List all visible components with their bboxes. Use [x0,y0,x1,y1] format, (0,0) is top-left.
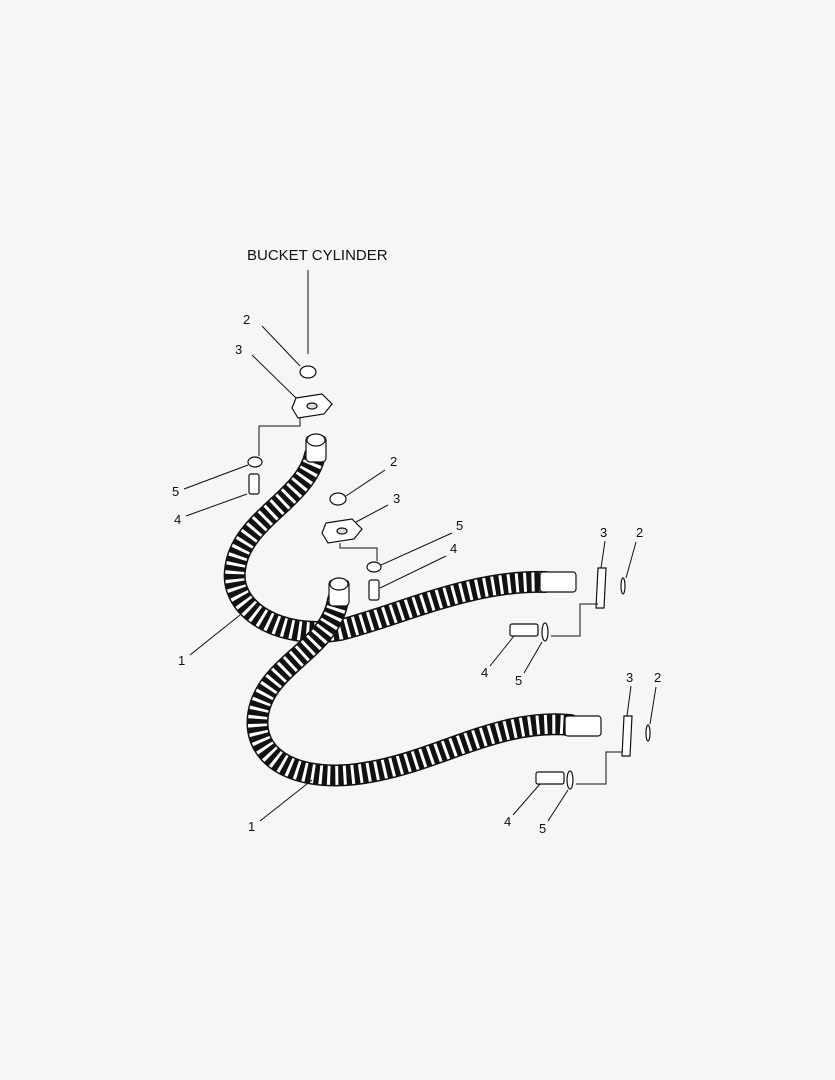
o-ring-icon [329,492,347,506]
callout-c-3: 3 [600,525,607,540]
callout-a-3: 3 [235,342,242,357]
hose-upper-fitting-end [539,571,577,593]
group-c: 3 2 4 5 [481,525,643,688]
callout-b-4: 4 [450,541,457,556]
o-ring-icon [620,577,626,595]
callout-c-4: 4 [481,665,488,680]
callout-d-4: 4 [504,814,511,829]
diagram-title: BUCKET CYLINDER [247,247,388,264]
washer-icon [247,456,263,468]
callout-a-5: 5 [172,484,179,499]
washer-icon [566,770,574,790]
bolt-icon [248,473,260,495]
o-ring-icon [645,724,651,742]
flange-icon [595,567,607,609]
bolt-icon [509,623,539,637]
hose-lower-fitting-end [564,715,602,737]
callout-a-4: 4 [174,512,181,527]
callout-d-3: 3 [626,670,633,685]
washer-icon [366,561,382,573]
callout-b-5: 5 [456,518,463,533]
o-ring-icon [299,365,317,379]
group-a: 2 3 5 4 1 [172,312,333,668]
callout-b-1: 1 [248,819,255,834]
flange-icon [621,715,633,757]
callout-b-3: 3 [393,491,400,506]
callout-d-2: 2 [654,670,661,685]
callout-a-2: 2 [243,312,250,327]
callout-c-5: 5 [515,673,522,688]
hose-upper [223,433,577,643]
group-b: 2 3 5 4 1 [248,454,463,834]
bolt-icon [535,771,565,785]
hose-lower [246,577,602,787]
callout-a-1: 1 [178,653,185,668]
callout-b-2: 2 [390,454,397,469]
callout-c-2: 2 [636,525,643,540]
washer-icon [541,622,549,642]
group-d: 3 2 4 5 [504,670,661,836]
bolt-icon [368,579,380,601]
callout-d-5: 5 [539,821,546,836]
